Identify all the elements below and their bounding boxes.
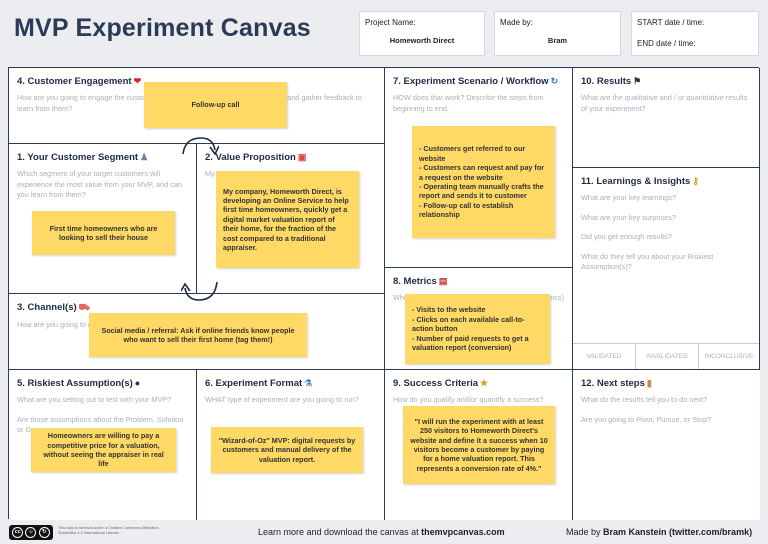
cell-hint: What do the results tell you to do next?… [581,395,712,424]
trophy-icon: ★ [480,378,489,388]
scenario-steps: - Customers get referred to our website … [419,144,548,219]
cell-hint: What are the qualitative and / or quanti… [581,93,748,113]
inconclusive-option[interactable]: INCONCLUSIVE [698,343,759,369]
list-item: - Customers can request and pay for a re… [419,163,545,182]
author-link[interactable]: Bram Kanstein (twitter.com/bramk) [603,527,753,537]
cell-next-steps: 12. Next steps▮ What do the results tell… [573,370,760,520]
cell-title: 12. Next steps▮ [581,378,652,389]
chart-icon: ▤ [438,276,448,286]
made-by-value: Bram [547,36,568,45]
cc-icon: cc [12,527,24,538]
made-by-box[interactable]: Made by: Bram [494,11,621,56]
cell-title: 3. Channel(s)⛟ [17,302,90,313]
attribution-icon: ☺ [25,527,37,538]
start-date-label: START date / time: [637,18,705,27]
experiment-canvas: 4. Customer Engagement❤ How are you goin… [8,67,760,520]
sticky-note-metrics[interactable]: - Visits to the website - Clicks on each… [405,294,550,364]
cell-title: 2. Value Proposition▣ [205,152,307,163]
truck-icon: ⛟ [78,302,90,312]
footer: cc ☺ ↻ This work is licensed under a Cre… [0,523,768,544]
share-alike-icon: ↻ [38,527,50,538]
cell-results: 10. Results⚑ What are the qualitative an… [573,68,760,168]
end-date-label: END date / time: [637,39,696,48]
cell-hint: What are your key learnings? What are yo… [581,193,714,271]
cell-title: 8. Metrics▤ [393,276,448,287]
sticky-note-value-proposition[interactable]: My company, Homeworth Direct, is develop… [216,171,359,268]
license-text: This work is licensed under a Creative C… [58,526,160,535]
cycle-icon: ↻ [550,76,559,86]
list-item: - Visits to the website [412,305,486,315]
project-name-value: Homeworth Direct [389,36,455,45]
page-title: MVP Experiment Canvas [14,14,311,42]
creative-commons-badge-icon: cc ☺ ↻ [9,525,53,540]
flask-icon: ⚗ [304,378,313,388]
dates-box[interactable]: START date / time: END date / time: [631,11,759,56]
cell-hint: WHAT type of experiment are you going to… [205,395,359,404]
cell-hint: HOW does that work? Describe the steps f… [393,93,544,113]
sticky-note-channels[interactable]: Social media / referral: Ask if online f… [89,313,307,357]
gift-icon: ▣ [297,152,307,162]
project-name-box[interactable]: Project Name: Homeworth Direct [359,11,485,56]
sticky-note-engagement[interactable]: Follow-up call [144,82,287,128]
cell-title: 11. Learnings & Insights⚷ [581,176,699,187]
cell-title: 4. Customer Engagement❤ [17,76,142,87]
canvas-link[interactable]: themvpcanvas.com [421,527,505,537]
cell-hint: How do you qualify and/or quantify a suc… [393,395,544,404]
cell-hint: What are you setting out to test with yo… [17,395,184,434]
cell-learnings-insights: 11. Learnings & Insights⚷ What are your … [573,168,760,370]
made-by-label: Made by: [500,18,533,27]
cell-title: 7. Experiment Scenario / Workflow↻ [393,76,559,87]
traffic-light-icon: ▮ [646,378,652,388]
heart-icon: ❤ [133,76,142,86]
loop-arrow-bottom-icon [181,281,218,301]
cell-hint: My [205,169,215,178]
made-by-credit: Made by Bram Kanstein (twitter.com/bramk… [566,527,753,537]
sticky-note-success-criteria[interactable]: "I will run the experiment with at least… [403,406,555,484]
person-icon: ♟ [140,152,149,162]
list-item: - Number of paid requests to get a valua… [412,333,529,353]
validated-option[interactable]: VALIDATED [573,343,635,369]
project-name-label: Project Name: [365,18,416,27]
cell-title: 6. Experiment Format⚗ [205,378,313,389]
list-item: - Customers get referred to our website [419,144,526,163]
cell-title: 10. Results⚑ [581,76,642,87]
metrics-list: - Visits to the website - Clicks on each… [412,305,543,352]
bomb-icon: ● [134,378,141,388]
list-item: - Follow-up call to establish relationsh… [419,200,514,220]
sticky-note-segment[interactable]: First time homeowners who are looking to… [32,211,175,255]
invalidated-option[interactable]: INVALIDATED [635,343,698,369]
key-icon: ⚷ [692,176,699,186]
sticky-note-experiment-format[interactable]: "Wizard-of-Oz" MVP: digital requests by … [211,427,363,473]
checkered-flag-icon: ⚑ [633,76,642,86]
list-item: - Operating team manually crafts the rep… [419,182,544,201]
cell-title: 9. Success Criteria★ [393,378,489,389]
cell-title: 1. Your Customer Segment♟ [17,152,149,163]
cell-title: 5. Riskiest Assumption(s)● [17,378,141,389]
learn-more-text: Learn more and download the canvas at th… [258,527,505,537]
loop-arrow-top-icon [182,137,219,156]
list-item: - Clicks on each available call-to-actio… [412,314,525,334]
sticky-note-scenario[interactable]: - Customers get referred to our website … [412,126,555,238]
cell-hint: Which segment of your target customers w… [17,169,182,199]
sticky-note-riskiest-assumption[interactable]: Homeowners are willing to pay a competit… [31,428,176,472]
